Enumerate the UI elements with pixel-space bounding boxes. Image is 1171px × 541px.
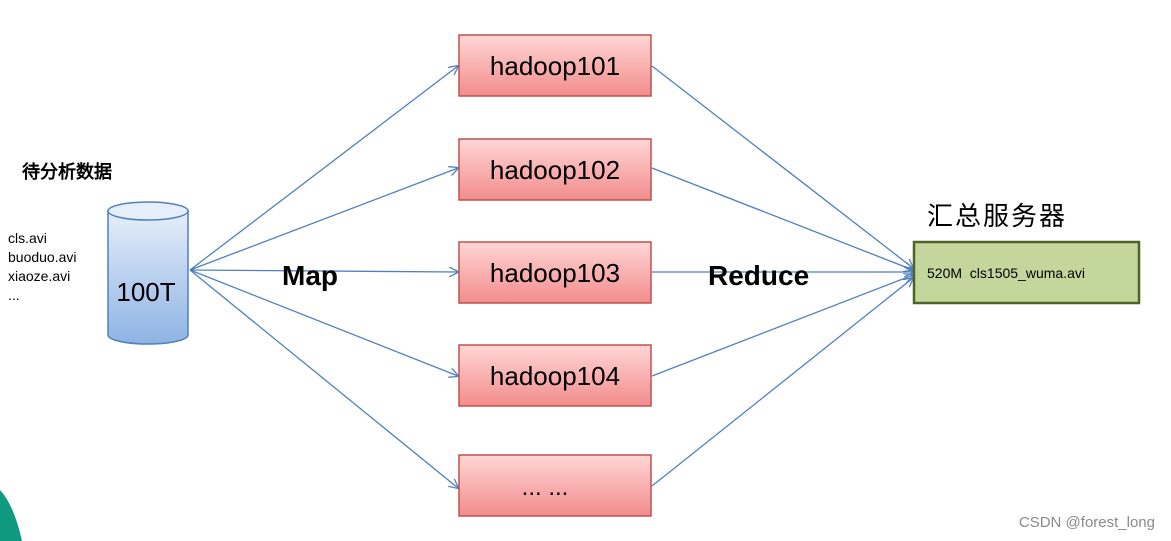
node-label: hadoop101 [490, 51, 620, 81]
node-more: ... ... [458, 454, 652, 517]
data-cylinder: 100T [107, 201, 189, 345]
file-item: buoduo.avi [8, 249, 77, 265]
node-label: hadoop104 [490, 361, 620, 391]
file-item: xiaoze.avi [8, 268, 71, 284]
node-hadoop104: hadoop104 [458, 344, 652, 407]
reduce-arrow-1 [651, 65, 913, 268]
file-list: cls.avi buoduo.avi xiaoze.avi ... [8, 229, 77, 305]
source-data-title: 待分析数据 [22, 162, 112, 183]
summary-server-box: 520M cls1505_wuma.avi [912, 240, 1141, 305]
node-label: hadoop102 [490, 155, 620, 185]
reduce-arrow-5 [651, 278, 913, 487]
file-item-more: ... [8, 287, 20, 303]
file-item: cls.avi [8, 230, 47, 246]
node-hadoop101: hadoop101 [458, 34, 652, 97]
data-size-label: 100T [116, 277, 175, 307]
map-label: Map [282, 260, 338, 291]
node-label: hadoop103 [490, 258, 620, 288]
summary-server-title: 汇总服务器 [927, 202, 1068, 232]
node-hadoop103: hadoop103 [458, 241, 652, 304]
reduce-arrow-2 [651, 167, 913, 270]
map-arrow-3 [189, 270, 458, 272]
node-hadoop102: hadoop102 [458, 138, 652, 201]
map-arrow-4 [189, 269, 458, 376]
corner-accent-shape [0, 490, 22, 541]
map-arrows [189, 66, 458, 488]
reduce-arrows [651, 65, 913, 487]
map-arrow-1 [189, 66, 458, 271]
watermark: CSDN @forest_long [1018, 514, 1155, 531]
map-arrow-5 [189, 269, 458, 488]
node-label: ... ... [522, 474, 569, 501]
map-arrow-2 [189, 168, 458, 271]
reduce-arrow-4 [651, 275, 913, 377]
server-content: 520M cls1505_wuma.avi [927, 265, 1085, 281]
reduce-label: Reduce [708, 260, 809, 291]
